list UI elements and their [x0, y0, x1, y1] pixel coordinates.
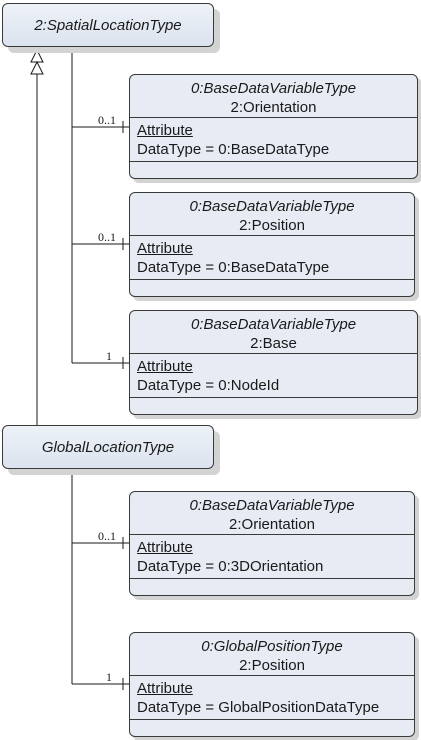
instance-header: 0:BaseDataVariableType 2:Base	[130, 311, 417, 354]
instance-box-orientation: 0:BaseDataVariableType 2:Orientation Att…	[129, 74, 418, 179]
attribute-datatype: DataType = GlobalPositionDataType	[137, 699, 380, 716]
instance-name-label: 2:Position	[239, 217, 305, 234]
attribute-datatype: DataType = 0:3DOrientation	[137, 558, 324, 575]
multiplicity-label: 0..1	[98, 230, 116, 244]
global-location-type-label: GlobalLocationType	[41, 438, 175, 456]
attribute-datatype: DataType = 0:NodeId	[137, 377, 280, 394]
attribute-header: Attribute	[137, 680, 193, 697]
attribute-header: Attribute	[137, 358, 193, 375]
multiplicity-label: 1	[106, 670, 112, 684]
instance-name-label: 2:Orientation	[229, 516, 315, 533]
spatial-location-type-label: 2:SpatialLocationType	[34, 16, 182, 34]
attribute-header: Attribute	[137, 240, 193, 257]
instance-header: 0:BaseDataVariableType 2:Orientation	[130, 75, 417, 118]
multiplicity-label: 0..1	[98, 529, 116, 543]
instance-header: 0:BaseDataVariableType 2:Orientation	[130, 492, 414, 535]
instance-type-label: 0:BaseDataVariableType	[189, 497, 355, 514]
instance-attributes: Attribute DataType = 0:BaseDataType	[130, 236, 414, 280]
instance-header: 0:GlobalPositionType 2:Position	[130, 633, 414, 676]
global-location-type-box: GlobalLocationType	[2, 425, 214, 469]
attribute-header: Attribute	[137, 122, 193, 139]
spatial-location-type-box: 2:SpatialLocationType	[2, 3, 214, 47]
inheritance-arrowhead	[30, 60, 44, 75]
instance-type-label: 0:BaseDataVariableType	[190, 316, 357, 333]
instance-attributes: Attribute DataType = 0:3DOrientation	[130, 535, 414, 579]
instance-name-label: 2:Orientation	[230, 99, 317, 116]
instance-name-label: 2:Position	[239, 657, 305, 674]
instance-box-position: 0:BaseDataVariableType 2:Position Attrib…	[129, 192, 415, 297]
attribute-datatype: DataType = 0:BaseDataType	[137, 259, 330, 276]
instance-type-label: 0:BaseDataVariableType	[190, 80, 357, 97]
instance-attributes: Attribute DataType = 0:BaseDataType	[130, 118, 417, 162]
instance-type-label: 0:BaseDataVariableType	[189, 198, 355, 215]
inheritance-arrowhead	[30, 48, 44, 63]
instance-attributes: Attribute DataType = 0:NodeId	[130, 354, 417, 398]
attribute-header: Attribute	[137, 539, 193, 556]
instance-attributes: Attribute DataType = GlobalPositionDataT…	[130, 676, 414, 720]
multiplicity-label: 0..1	[98, 113, 116, 127]
instance-header: 0:BaseDataVariableType 2:Position	[130, 193, 414, 236]
multiplicity-label: 1	[106, 349, 112, 363]
instance-box-base: 0:BaseDataVariableType 2:Base Attribute …	[129, 310, 418, 415]
instance-box-global-orientation: 0:BaseDataVariableType 2:Orientation Att…	[129, 491, 415, 596]
attribute-datatype: DataType = 0:BaseDataType	[137, 141, 330, 158]
instance-type-label: 0:GlobalPositionType	[201, 638, 343, 655]
instance-box-global-position: 0:GlobalPositionType 2:Position Attribut…	[129, 632, 415, 737]
instance-name-label: 2:Base	[250, 335, 297, 352]
